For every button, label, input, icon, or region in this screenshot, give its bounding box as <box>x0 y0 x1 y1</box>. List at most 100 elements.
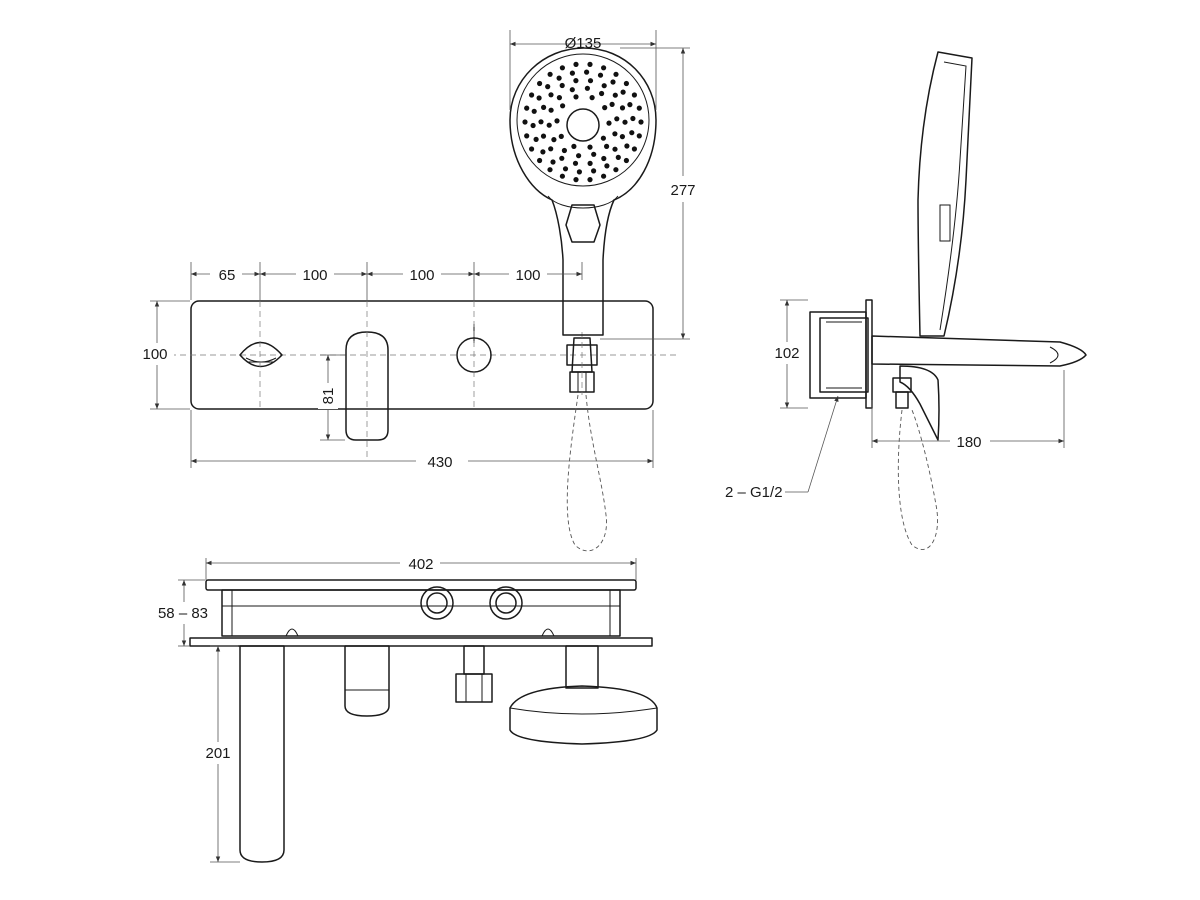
dim-spout-length: 201 <box>205 745 230 762</box>
front-dimensions: Ø135 277 65 100 100 100 <box>138 30 701 473</box>
spray-nozzle <box>537 157 543 164</box>
spray-nozzle <box>560 103 566 109</box>
spray-nozzle <box>627 102 633 108</box>
dim-spacing-100-b: 100 <box>409 267 434 284</box>
spray-nozzle <box>613 71 619 77</box>
spray-nozzle <box>531 108 537 114</box>
spray-nozzle <box>600 135 607 141</box>
dim-spray-diameter: Ø135 <box>565 35 602 52</box>
spray-nozzle <box>559 173 566 179</box>
spray-nozzle <box>601 173 607 179</box>
spray-nozzle <box>536 95 542 101</box>
spray-nozzle <box>609 101 615 107</box>
spray-nozzle <box>548 146 554 152</box>
spray-nozzle <box>558 133 564 139</box>
spray-nozzle <box>631 146 638 152</box>
spray-nozzle <box>530 122 536 129</box>
spray-nozzle <box>612 131 618 137</box>
spray-nozzle <box>545 84 551 90</box>
spray-nozzle <box>537 80 543 87</box>
top-view: 402 58 – 83 201 <box>155 553 658 863</box>
spray-nozzle <box>587 160 593 166</box>
spray-nozzle <box>541 104 547 110</box>
spray-nozzle <box>636 133 642 139</box>
spray-nozzle <box>573 94 579 100</box>
spray-nozzle <box>573 177 579 183</box>
spray-nozzle <box>615 154 621 160</box>
dim-wall-depth: 58 – 83 <box>158 605 208 622</box>
dim-plate-width: 430 <box>427 454 452 471</box>
hand-shower <box>509 47 657 336</box>
spray-nozzle <box>547 167 553 173</box>
dim-hand-shower-height: 277 <box>670 182 695 199</box>
spray-nozzle <box>623 80 630 87</box>
spray-nozzle <box>620 89 626 95</box>
round-button <box>456 301 492 409</box>
spray-nozzle <box>562 166 569 172</box>
spray-nozzle <box>522 119 528 125</box>
dim-spacing-65: 65 <box>219 267 236 284</box>
spray-nozzle <box>589 95 595 101</box>
dim-spout-projection: 180 <box>956 434 981 451</box>
spray-nozzle <box>561 147 568 154</box>
spray-nozzle <box>573 78 579 84</box>
spray-nozzle <box>554 118 560 124</box>
spray-nozzle <box>622 119 628 125</box>
spray-nozzle <box>573 61 579 67</box>
spray-nozzle <box>601 65 607 71</box>
spray-nozzle <box>610 79 616 85</box>
spray-nozzle <box>529 92 535 98</box>
spray-nozzle <box>556 75 562 81</box>
dim-thread-spec: 2 – G1/2 <box>725 484 783 501</box>
spray-nozzle <box>524 105 530 111</box>
spray-nozzle <box>587 78 594 84</box>
spray-nozzle <box>550 159 556 165</box>
dim-side-height: 102 <box>774 345 799 362</box>
spray-nozzle <box>547 71 553 77</box>
spray-nozzle <box>619 105 626 111</box>
mixer-lever <box>345 301 389 460</box>
spray-nozzle <box>576 153 582 159</box>
spray-nozzle <box>559 65 566 71</box>
spray-nozzle <box>604 163 610 169</box>
spray-nozzle <box>571 143 577 149</box>
spray-nozzle <box>584 69 590 75</box>
spray-nozzle <box>597 72 604 78</box>
spray-nozzle <box>606 120 612 126</box>
spray-nozzle <box>546 122 552 128</box>
spray-nozzle <box>631 92 638 98</box>
spray-nozzle <box>599 90 605 97</box>
spray-nozzle <box>591 151 597 157</box>
spray-nozzle <box>624 143 630 149</box>
spray-nozzle <box>584 85 591 91</box>
spray-nozzle <box>569 70 576 76</box>
dim-lever-height: 81 <box>320 388 337 405</box>
spray-nozzles <box>522 61 644 183</box>
spray-nozzle <box>630 115 636 122</box>
spray-nozzle <box>587 144 593 150</box>
dim-spacing-100-c: 100 <box>515 267 540 284</box>
spray-nozzle <box>559 82 565 89</box>
spray-nozzle <box>601 83 607 89</box>
shower-outlet <box>566 332 607 552</box>
spray-nozzle <box>638 119 644 125</box>
spray-nozzle <box>587 177 593 183</box>
spray-nozzle <box>533 136 539 142</box>
spray-nozzle <box>569 87 575 93</box>
spray-nozzle <box>529 146 535 152</box>
spray-nozzle <box>540 133 547 139</box>
spray-nozzle <box>548 107 554 113</box>
spray-nozzle <box>602 105 608 111</box>
spray-nozzle <box>619 134 626 140</box>
spray-nozzle <box>623 157 630 164</box>
spray-nozzle <box>556 95 563 101</box>
dim-spacing-100-a: 100 <box>302 267 327 284</box>
spray-nozzle <box>629 130 635 136</box>
spray-nozzle <box>613 167 619 173</box>
dim-plate-height: 100 <box>142 346 167 363</box>
spray-nozzle <box>612 92 618 98</box>
spray-nozzle <box>576 169 583 175</box>
side-view: 102 180 2 – G1/2 <box>725 51 1087 550</box>
spray-nozzle <box>524 133 530 139</box>
